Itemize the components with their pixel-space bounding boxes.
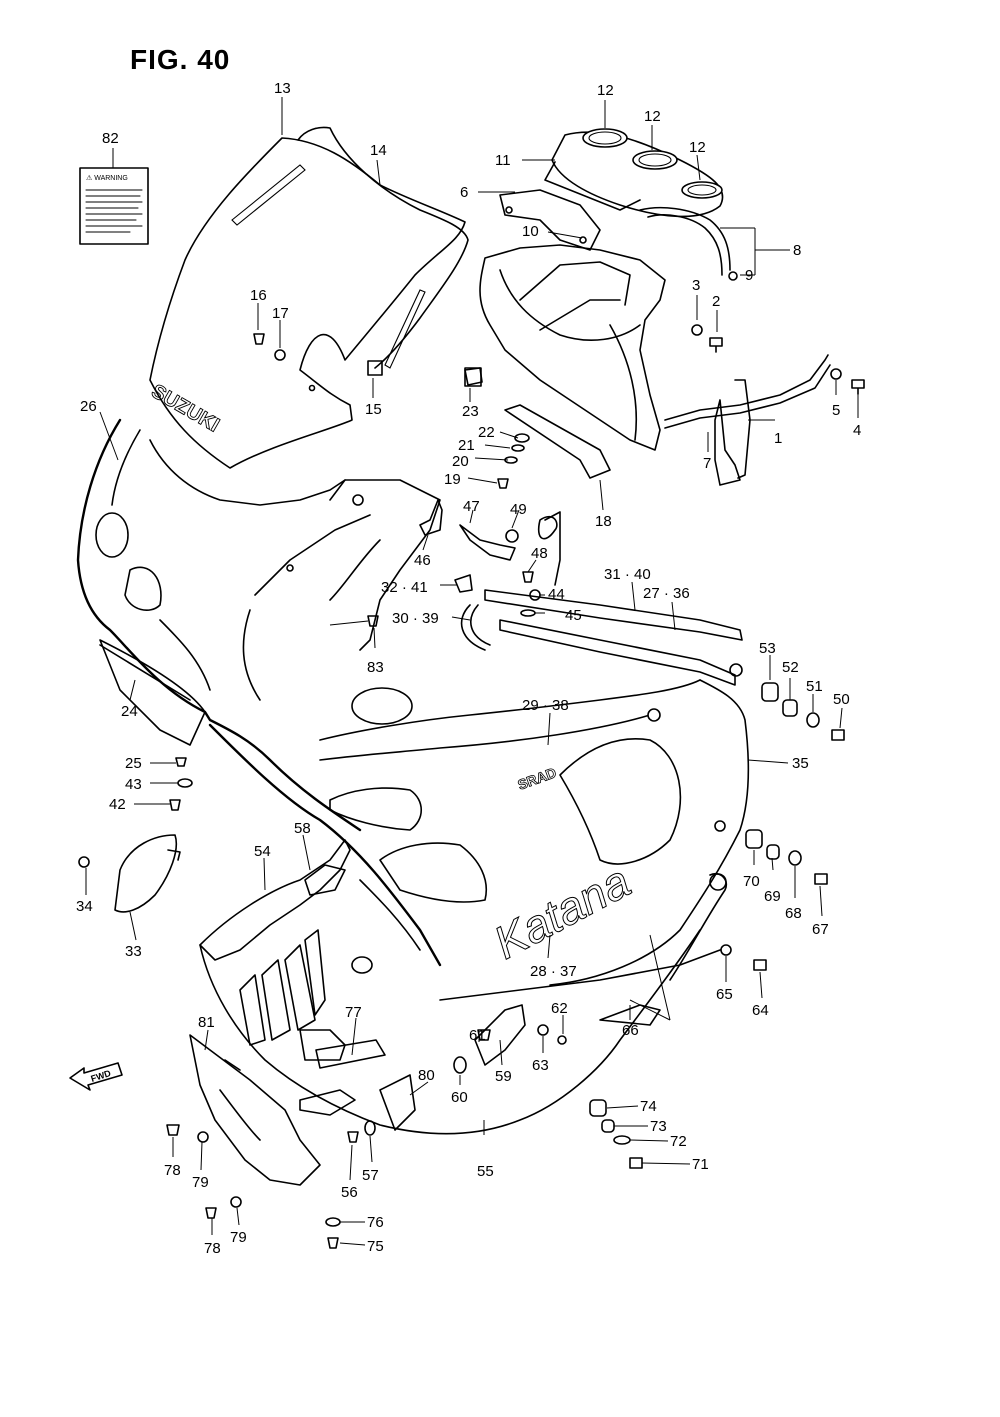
part-label-42: 42	[109, 796, 126, 813]
part-label-63: 63	[532, 1057, 549, 1074]
part-label-48: 48	[531, 545, 548, 562]
part-label-82: 82	[102, 130, 119, 147]
srad-badge: SRAD	[516, 764, 559, 793]
part-label-50: 50	[833, 691, 850, 708]
part-label-24: 24	[121, 703, 138, 720]
cover-disc-33	[114, 834, 181, 913]
part-label-45: 45	[565, 607, 582, 624]
part-label-7: 7	[703, 455, 711, 472]
part-label-53: 53	[759, 640, 776, 657]
fairing-trim-strips	[460, 511, 743, 686]
part-label-12-b: 12	[644, 108, 661, 125]
part-label-18: 18	[595, 513, 612, 530]
part-label-21: 21	[458, 437, 475, 454]
part-label-25: 25	[125, 755, 142, 772]
part-label-12-a: 12	[597, 82, 614, 99]
part-label-44: 44	[548, 586, 565, 603]
part-label-60: 60	[451, 1089, 468, 1106]
part-label-54: 54	[254, 843, 271, 860]
part-label-52: 52	[782, 659, 799, 676]
part-label-17: 17	[272, 305, 289, 322]
part-label-33: 33	[125, 943, 142, 960]
part-label-80: 80	[418, 1067, 435, 1084]
windscreen-13: SUZUKI	[147, 126, 469, 469]
part-label-31-40: 31 · 40	[604, 566, 651, 583]
part-label-74: 74	[640, 1098, 657, 1115]
part-label-78-b: 78	[204, 1240, 221, 1257]
part-label-30-39: 30 · 39	[392, 610, 439, 627]
part-label-47: 47	[463, 498, 480, 515]
figure-title: FIG. 40	[130, 44, 231, 75]
part-label-72: 72	[670, 1133, 687, 1150]
part-label-34: 34	[76, 898, 93, 915]
part-label-56: 56	[341, 1184, 358, 1201]
part-label-71: 71	[692, 1156, 709, 1173]
warning-label-text: ⚠ WARNING	[86, 174, 128, 182]
part-label-16: 16	[250, 287, 267, 304]
part-label-64: 64	[752, 1002, 769, 1019]
part-label-58: 58	[294, 820, 311, 837]
warning-label-82: ⚠ WARNING	[79, 148, 149, 245]
part-label-32-41: 32 · 41	[381, 579, 428, 596]
under-cowling	[189, 839, 728, 1186]
part-label-11: 11	[495, 152, 511, 169]
part-label-61: 61	[469, 1027, 486, 1044]
part-label-79-b: 79	[230, 1229, 247, 1246]
part-label-8: 8	[793, 242, 801, 259]
part-label-46: 46	[414, 552, 431, 569]
part-label-76: 76	[367, 1214, 384, 1231]
part-label-12-c: 12	[689, 139, 706, 156]
part-label-59: 59	[495, 1068, 512, 1085]
meter-panel-11	[544, 128, 724, 218]
part-label-10: 10	[522, 223, 539, 240]
part-label-6: 6	[460, 184, 468, 201]
part-label-81: 81	[198, 1014, 215, 1031]
part-label-73: 73	[650, 1118, 667, 1135]
part-label-29-38: 29 · 38	[522, 697, 569, 714]
part-label-35: 35	[792, 755, 809, 772]
part-label-43: 43	[125, 776, 142, 793]
part-label-19: 19	[444, 471, 461, 488]
part-label-62: 62	[551, 1000, 568, 1017]
part-label-14: 14	[370, 142, 387, 159]
part-label-49: 49	[510, 501, 527, 518]
fasteners	[78, 324, 865, 1249]
part-number-labels: 13 14 82 12 12 12 11 6 10 8 9 3 2 5 4 1 …	[76, 80, 861, 1257]
leader-lines	[85, 97, 859, 1246]
part-label-69: 69	[764, 888, 781, 905]
part-label-28-37: 28 · 37	[530, 963, 577, 980]
part-label-3: 3	[692, 277, 700, 294]
part-label-57: 57	[362, 1167, 379, 1184]
part-label-55: 55	[477, 1163, 494, 1180]
fwd-arrow-icon: FWD	[69, 1062, 123, 1091]
part-label-75: 75	[367, 1238, 384, 1255]
part-label-20: 20	[452, 453, 469, 470]
side-fairing-35: SRAD Katana	[208, 663, 750, 986]
part-label-79-a: 79	[192, 1174, 209, 1191]
part-label-70: 70	[743, 873, 760, 890]
part-label-51: 51	[806, 678, 823, 695]
part-label-1: 1	[774, 430, 782, 447]
windscreen-logo: SUZUKI	[148, 380, 223, 436]
part-label-4: 4	[853, 422, 861, 439]
part-label-5: 5	[832, 402, 840, 419]
part-label-23: 23	[462, 403, 479, 420]
part-label-65: 65	[716, 986, 733, 1003]
part-label-15: 15	[365, 401, 382, 418]
upper-fairing	[76, 418, 441, 832]
part-label-2: 2	[712, 293, 720, 310]
part-label-27-36: 27 · 36	[643, 585, 690, 602]
part-label-68: 68	[785, 905, 802, 922]
part-label-78-a: 78	[164, 1162, 181, 1179]
part-label-77: 77	[345, 1004, 362, 1021]
fairing-script-decal: Katana	[485, 854, 638, 968]
part-label-22: 22	[478, 424, 495, 441]
part-label-26: 26	[80, 398, 97, 415]
part-label-9: 9	[745, 267, 753, 284]
part-label-83: 83	[367, 659, 384, 676]
part-label-66: 66	[622, 1022, 639, 1039]
part-label-67: 67	[812, 921, 829, 938]
part-label-13: 13	[274, 80, 291, 97]
